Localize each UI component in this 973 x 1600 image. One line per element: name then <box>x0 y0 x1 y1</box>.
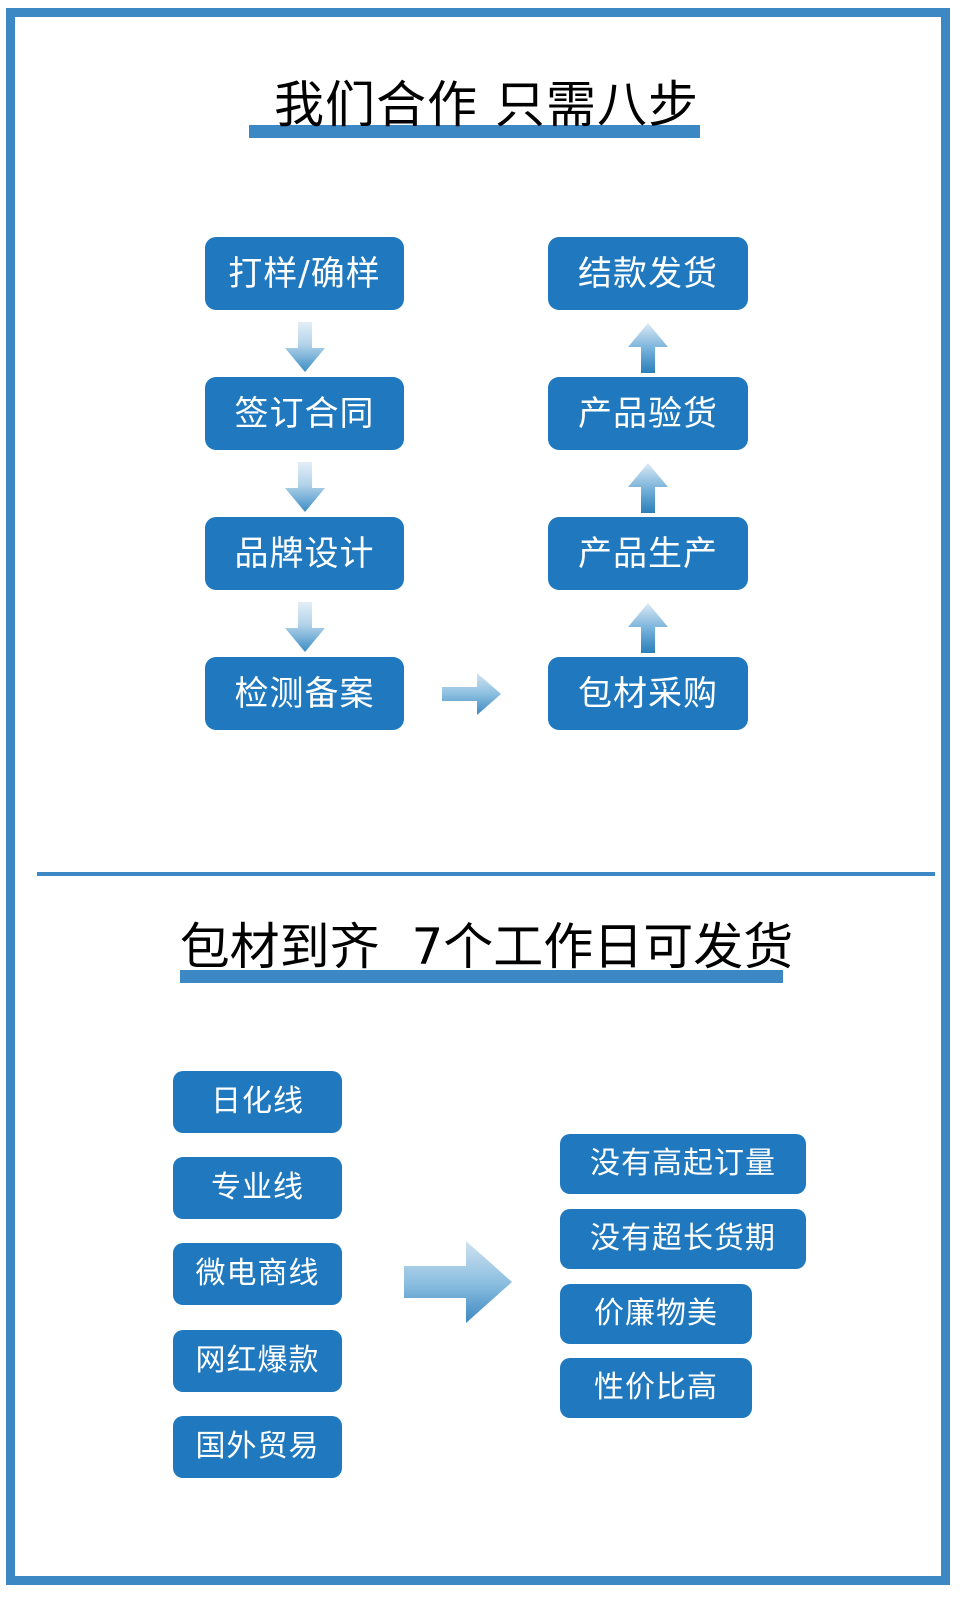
process-box-label: 品牌设计 <box>234 533 375 574</box>
arrow-right-large-icon <box>402 1239 514 1325</box>
arrow-up-icon-2 <box>626 462 670 514</box>
benefit-box-4[interactable]: 性价比高 <box>560 1358 752 1418</box>
process-box-right-3[interactable]: 产品生产 <box>548 517 748 590</box>
product-line-label: 专业线 <box>211 1170 304 1205</box>
product-line-box-3[interactable]: 微电商线 <box>173 1243 342 1305</box>
arrow-up-icon-1 <box>626 322 670 374</box>
arrow-right-icon <box>441 670 503 718</box>
section-one-title: 我们合作 只需八步 <box>0 80 973 130</box>
benefit-box-3[interactable]: 价廉物美 <box>560 1284 752 1344</box>
process-box-left-3[interactable]: 品牌设计 <box>205 517 404 590</box>
process-box-right-2[interactable]: 产品验货 <box>548 377 748 450</box>
product-line-box-1[interactable]: 日化线 <box>173 1071 342 1133</box>
product-line-label: 微电商线 <box>195 1256 320 1291</box>
process-box-left-1[interactable]: 打样/确样 <box>205 237 404 310</box>
section-two-title-text: 包材到齐 7个工作日可发货 <box>179 918 794 976</box>
product-line-label: 日化线 <box>211 1084 304 1119</box>
section-one-title-text: 我们合作 只需八步 <box>274 76 699 134</box>
process-box-right-4[interactable]: 包材采购 <box>548 657 748 730</box>
process-box-label: 结款发货 <box>578 253 718 294</box>
benefit-label: 性价比高 <box>594 1370 718 1405</box>
benefit-label: 价廉物美 <box>594 1296 718 1331</box>
benefit-label: 没有高起订量 <box>590 1146 776 1181</box>
section-one-title-underline <box>249 125 700 138</box>
process-box-label: 检测备案 <box>234 673 375 714</box>
product-line-box-4[interactable]: 网红爆款 <box>173 1330 342 1392</box>
process-box-label: 产品生产 <box>578 533 718 574</box>
product-line-label: 国外贸易 <box>195 1429 320 1464</box>
section-two-title: 包材到齐 7个工作日可发货 <box>0 922 973 972</box>
process-box-label: 签订合同 <box>234 393 375 434</box>
process-box-label: 产品验货 <box>578 393 718 434</box>
benefit-box-2[interactable]: 没有超长货期 <box>560 1209 806 1269</box>
process-box-label: 打样/确样 <box>228 253 381 294</box>
product-line-label: 网红爆款 <box>195 1343 320 1378</box>
benefit-label: 没有超长货期 <box>590 1221 776 1256</box>
arrow-up-icon-3 <box>626 602 670 654</box>
section-divider <box>37 872 935 876</box>
benefit-box-1[interactable]: 没有高起订量 <box>560 1134 806 1194</box>
arrow-down-icon-3 <box>283 602 327 654</box>
arrow-down-icon-1 <box>283 322 327 374</box>
section-two-title-underline <box>180 970 783 983</box>
decorative-border-frame <box>6 8 950 1585</box>
process-box-right-1[interactable]: 结款发货 <box>548 237 748 310</box>
arrow-down-icon-2 <box>283 462 327 514</box>
product-line-box-5[interactable]: 国外贸易 <box>173 1416 342 1478</box>
process-box-left-4[interactable]: 检测备案 <box>205 657 404 730</box>
product-line-box-2[interactable]: 专业线 <box>173 1157 342 1219</box>
process-box-label: 包材采购 <box>578 673 718 714</box>
process-box-left-2[interactable]: 签订合同 <box>205 377 404 450</box>
